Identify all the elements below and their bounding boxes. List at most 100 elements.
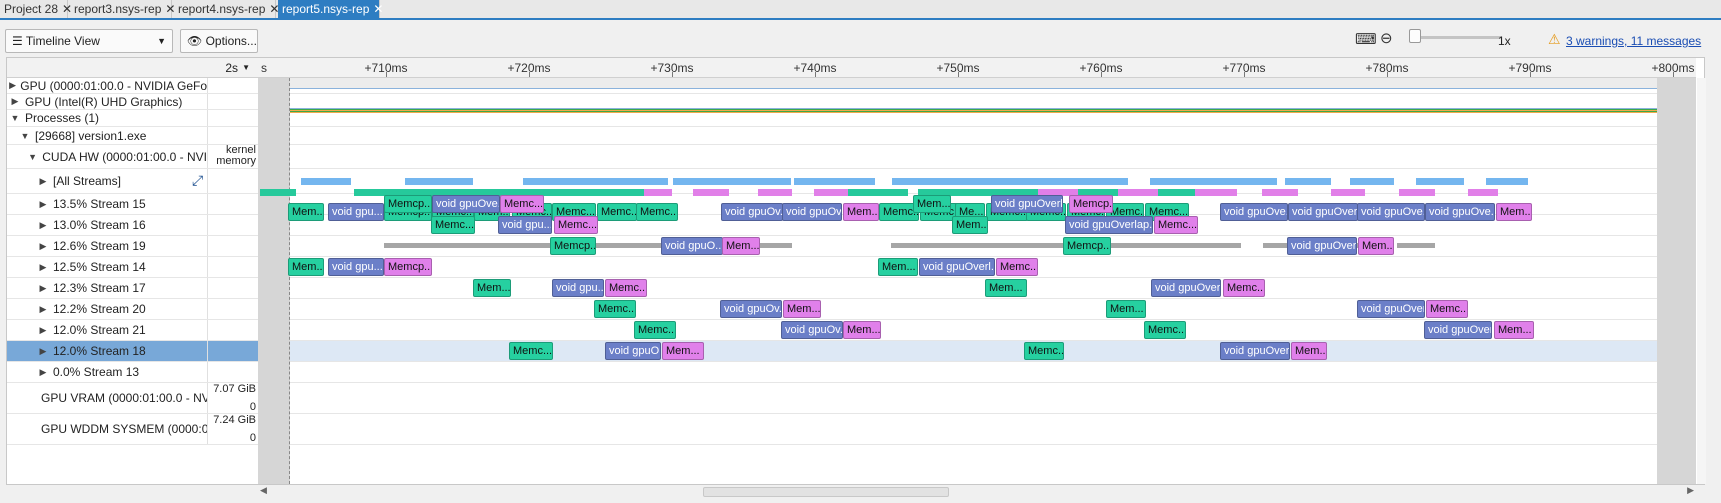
memset-event[interactable]: Mem...: [1494, 321, 1534, 339]
collapse-caret-icon[interactable]: ▼: [28, 151, 38, 162]
memset-event[interactable]: Memc...: [554, 216, 598, 234]
scroll-right-arrow-icon[interactable]: ▶: [1687, 485, 1694, 495]
memset-event[interactable]: Mem...: [843, 321, 881, 339]
row-stream[interactable]: ▶12.5% Stream 14: [7, 257, 1696, 278]
kernel-event[interactable]: void gpu...: [328, 258, 384, 276]
collapse-caret-icon[interactable]: ▼: [20, 130, 30, 141]
expand-caret-icon[interactable]: ▶: [39, 366, 47, 377]
memcpy-event[interactable]: Mem...: [288, 258, 324, 276]
memcpy-event[interactable]: Memc...: [594, 300, 636, 318]
kernel-event[interactable]: void gpu...: [498, 216, 552, 234]
memcpy-event[interactable]: Memc...: [636, 203, 678, 221]
memcpy-event[interactable]: Mem...: [473, 279, 511, 297]
kernel-event[interactable]: void gpuOver...: [1288, 203, 1358, 221]
close-icon[interactable]: ✕: [62, 2, 73, 16]
expand-caret-icon[interactable]: ▶: [39, 261, 47, 272]
tab-report4[interactable]: report4.nsys-rep✕: [174, 0, 280, 18]
kernel-event[interactable]: void gpuOverl...: [919, 258, 995, 276]
warnings-link[interactable]: 3 warnings, 11 messages: [1566, 34, 1702, 48]
kernel-event[interactable]: void gpuOve...: [1220, 203, 1288, 221]
memcpy-event[interactable]: Memcp...: [384, 195, 432, 213]
kernel-event[interactable]: void gpuOve...: [1357, 203, 1425, 221]
zoom-slider-track[interactable]: [1412, 36, 1502, 39]
kernel-event[interactable]: void gpuOver...: [1357, 300, 1425, 318]
tab-project-28[interactable]: Project 28✕: [0, 0, 72, 18]
tab-report5[interactable]: report5.nsys-rep✕: [278, 0, 384, 18]
kernel-event[interactable]: void gpuO...: [605, 342, 661, 360]
memcpy-event[interactable]: Memc...: [1144, 321, 1186, 339]
memcpy-event[interactable]: Mem...: [985, 279, 1027, 297]
memset-event[interactable]: Mem...: [1358, 237, 1394, 255]
memset-event[interactable]: Memc...: [605, 279, 647, 297]
kernel-event[interactable]: void gpuOv...: [720, 300, 782, 318]
kernel-event[interactable]: void gpu...: [328, 203, 384, 221]
close-icon[interactable]: ✕: [269, 2, 280, 16]
horizontal-scrollbar[interactable]: ◀ ▶: [258, 485, 1696, 499]
view-selector-dropdown[interactable]: ☰ Timeline View ▼: [5, 29, 173, 53]
row-stream[interactable]: ▶12.6% Stream 19: [7, 236, 1696, 257]
memcpy-event[interactable]: Memc...: [509, 342, 553, 360]
kernel-event[interactable]: void gpuOver...: [1424, 321, 1492, 339]
expand-caret-icon[interactable]: ▶: [39, 345, 47, 356]
memcpy-event[interactable]: Mem...: [878, 258, 918, 276]
vertical-scrollbar[interactable]: [1697, 78, 1706, 484]
kernel-event[interactable]: void gpuOve...: [1425, 203, 1495, 221]
scroll-left-arrow-icon[interactable]: ◀: [260, 485, 267, 495]
row-process[interactable]: ▼[29668] version1.exe: [7, 127, 1696, 145]
zoom-slider-thumb[interactable]: [1409, 29, 1421, 43]
memset-event[interactable]: Mem...: [783, 300, 821, 318]
kernel-event[interactable]: void gpuOver...: [1220, 342, 1290, 360]
keyboard-icon[interactable]: ⌨: [1355, 31, 1377, 48]
memcpy-event[interactable]: Memcp...: [1063, 237, 1111, 255]
memcpy-event[interactable]: Mem...: [913, 195, 951, 213]
memset-event[interactable]: Memc...: [500, 195, 544, 213]
close-icon[interactable]: ✕: [165, 2, 176, 16]
memcpy-event[interactable]: Memc...: [597, 203, 637, 221]
kernel-event[interactable]: void gpuOver...: [1151, 279, 1221, 297]
expand-caret-icon[interactable]: ▶: [39, 282, 47, 293]
memset-event[interactable]: Memc...: [1426, 300, 1468, 318]
row-stream[interactable]: ▶13.0% Stream 16: [7, 215, 1696, 236]
expand-streams-icon[interactable]: ⤢: [192, 172, 204, 188]
kernel-event[interactable]: void gpu...: [552, 279, 604, 297]
expand-caret-icon[interactable]: ▶: [39, 175, 47, 186]
expand-caret-icon[interactable]: ▶: [39, 219, 47, 230]
kernel-event[interactable]: void gpuOverl...: [991, 195, 1063, 213]
memset-event[interactable]: Mem...: [1291, 342, 1327, 360]
memcpy-event[interactable]: Memc...: [1024, 342, 1064, 360]
memset-event[interactable]: Mem...: [662, 342, 704, 360]
expand-caret-icon[interactable]: ▶: [11, 96, 19, 106]
kernel-event[interactable]: void gpuOverlap...: [1065, 216, 1153, 234]
memset-event[interactable]: Memcp...: [1069, 195, 1113, 213]
memset-event[interactable]: Mem...: [843, 203, 879, 221]
range-selector[interactable]: 2s ▼: [7, 58, 258, 78]
options-button[interactable]: 👁 Options...: [180, 29, 258, 53]
row-stream[interactable]: ▶12.0% Stream 21: [7, 320, 1696, 341]
zoom-out-icon[interactable]: ⊖: [1380, 30, 1393, 47]
row-gpu-nvidia[interactable]: ▶GPU (0000:01:00.0 - NVIDIA GeFo: [7, 78, 1696, 94]
row-stream[interactable]: ▶12.2% Stream 20: [7, 299, 1696, 320]
kernel-event[interactable]: void gpuOv...: [782, 203, 842, 221]
kernel-event[interactable]: void gpuOv...: [721, 203, 783, 221]
horizontal-scrollbar-thumb[interactable]: [703, 487, 949, 497]
row-processes[interactable]: ▼Processes (1): [7, 110, 1696, 127]
close-icon[interactable]: ✕: [373, 2, 384, 16]
memset-event[interactable]: Memc...: [996, 258, 1038, 276]
time-ruler[interactable]: s +710ms+720ms+730ms+740ms+750ms+760ms+7…: [258, 58, 1696, 78]
collapse-caret-icon[interactable]: ▼: [10, 113, 20, 123]
row-stream[interactable]: ▶12.3% Stream 17: [7, 278, 1696, 299]
kernel-event[interactable]: void gpuOver...: [1287, 237, 1357, 255]
memcpy-event[interactable]: Memc...: [634, 321, 676, 339]
memcpy-event[interactable]: Memc...: [431, 216, 475, 234]
kernel-event[interactable]: void gpuOv...: [781, 321, 843, 339]
kernel-event[interactable]: void gpuOve...: [432, 195, 500, 213]
memset-event[interactable]: Mem...: [1496, 203, 1532, 221]
expand-caret-icon[interactable]: ▶: [39, 198, 47, 209]
timeline-area[interactable]: Mem...void gpu...Memcp...Memc...Mem...Me…: [258, 78, 1696, 484]
memset-event[interactable]: Memc...: [1223, 279, 1265, 297]
memcpy-event[interactable]: Memcp...: [550, 237, 596, 255]
memcpy-event[interactable]: Mem...: [952, 216, 988, 234]
